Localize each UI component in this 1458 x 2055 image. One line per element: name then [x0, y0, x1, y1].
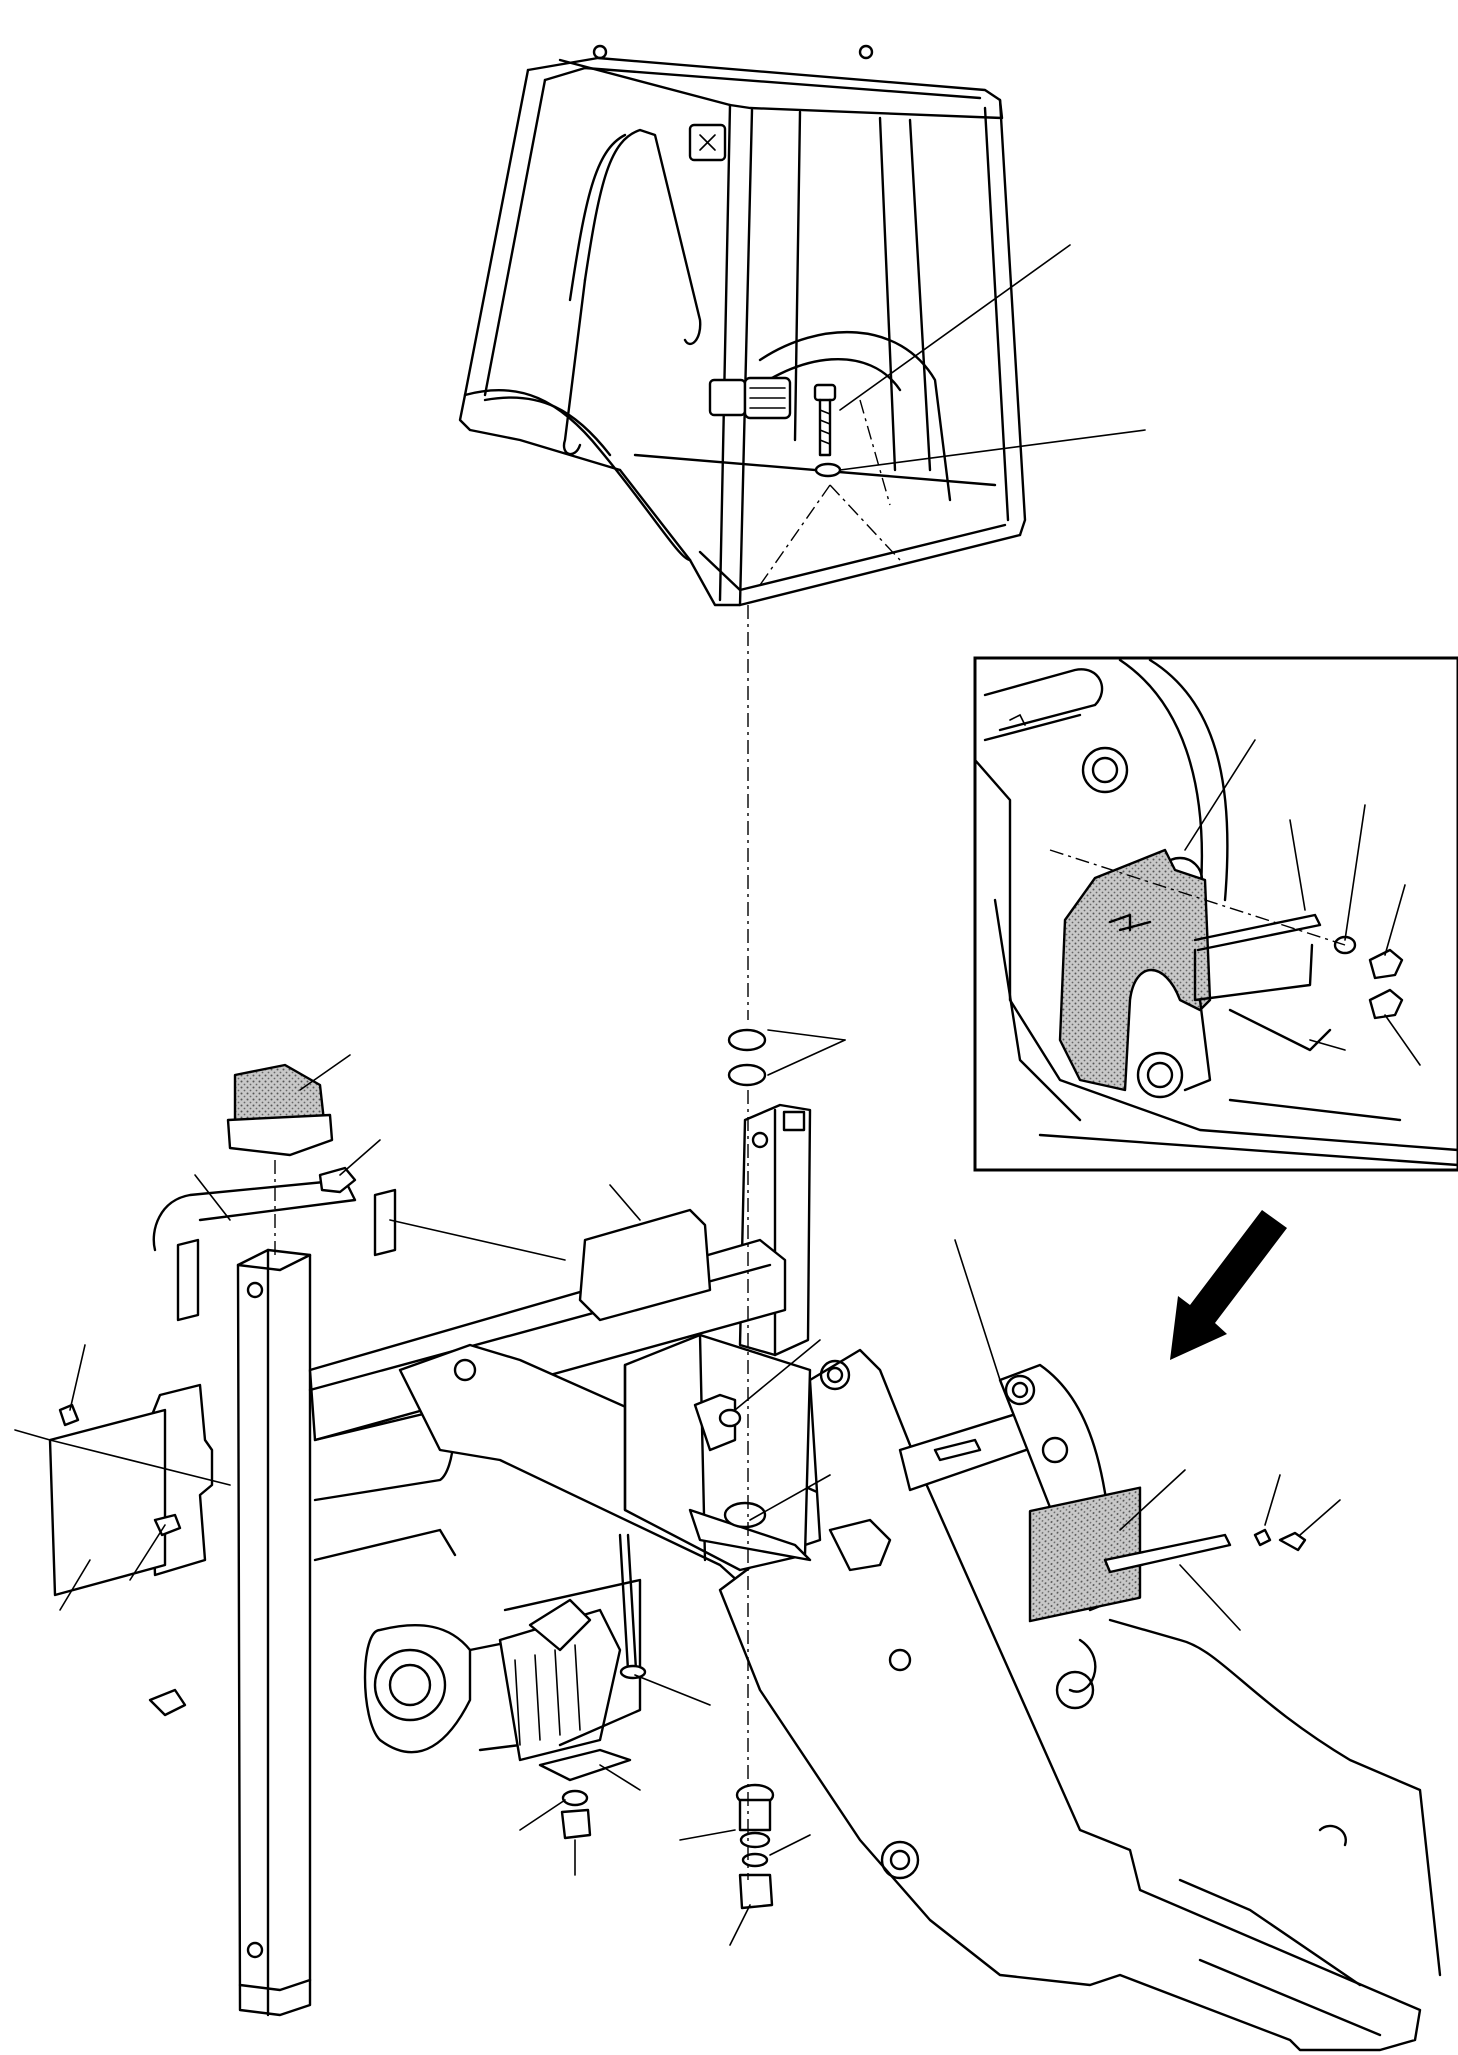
callout-leader [749, 1474, 831, 1521]
callout-leader [679, 1829, 736, 1841]
callout-leader [839, 429, 1146, 471]
callout-leader [839, 244, 1071, 411]
callout-leader [1119, 1469, 1186, 1531]
callout-leader [299, 1054, 351, 1091]
callout-leader [1299, 1499, 1341, 1536]
callout-leader [59, 1559, 91, 1611]
callout-leader [1179, 1564, 1241, 1631]
callout-leader [519, 1799, 566, 1831]
cab [458, 44, 1027, 1020]
detail-inset [973, 656, 1458, 1172]
callout-leader [129, 1524, 166, 1581]
lifting-eye-icon [592, 44, 608, 60]
callout-leader [194, 1174, 231, 1221]
callout-leader [69, 1344, 86, 1411]
callout-leader [767, 1039, 846, 1076]
callout-leaders [14, 244, 1341, 1946]
callout-leader [389, 1219, 566, 1261]
chassis-frame [48, 1028, 1442, 2052]
callout-leader [14, 1429, 51, 1441]
callout-leader [339, 1139, 381, 1176]
callout-leader [49, 1439, 231, 1486]
callout-leader [634, 1674, 711, 1706]
lifting-eye-icon [858, 44, 874, 60]
callout-leader [767, 1029, 846, 1041]
callout-leader [954, 1239, 1001, 1381]
callout-leader [729, 1904, 751, 1946]
detail-arrow [1170, 1210, 1287, 1360]
callout-leader [599, 1764, 641, 1791]
callout-leader [769, 1834, 811, 1856]
callout-leader [734, 1339, 821, 1411]
callout-leader [609, 1184, 641, 1221]
callout-leader [1264, 1474, 1281, 1526]
